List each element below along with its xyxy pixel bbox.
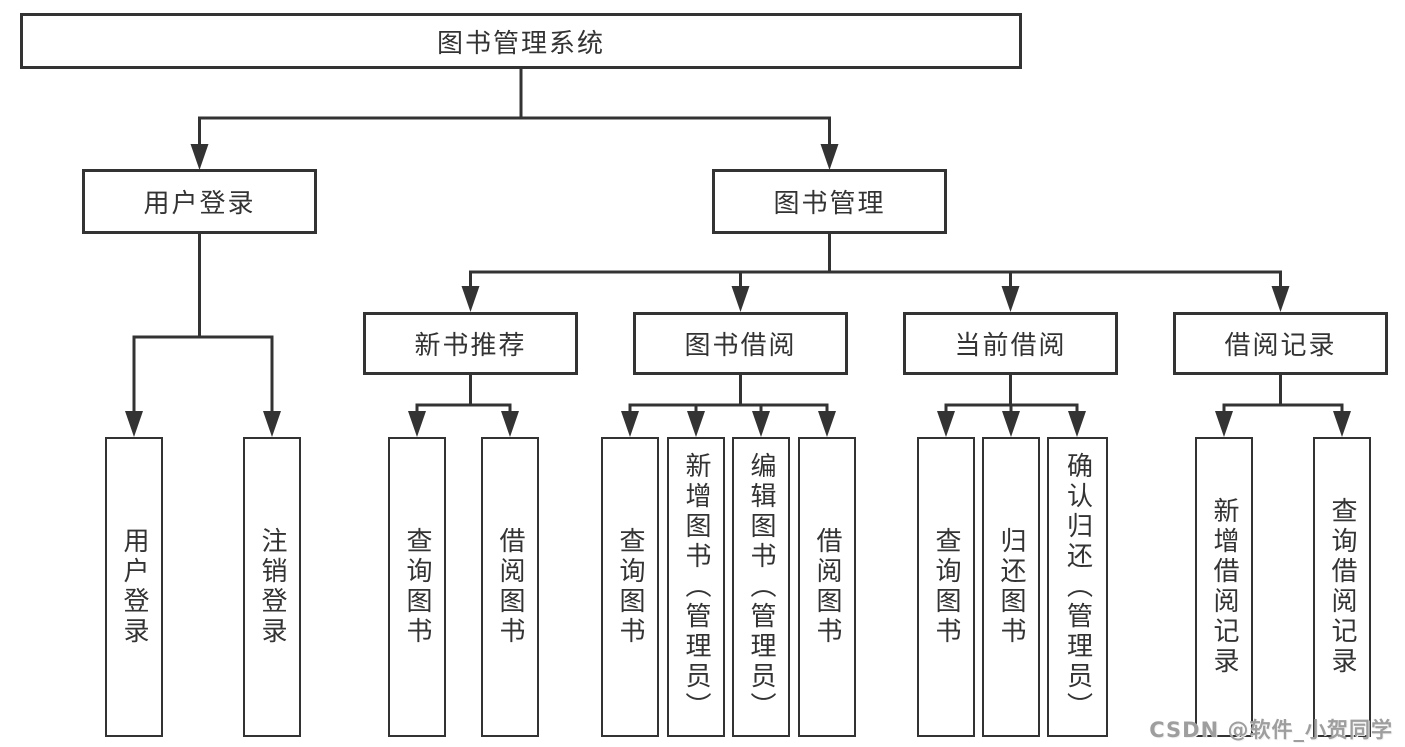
node-book-management: 图书管理 [712,169,947,234]
leaf-borrow-books: 借阅图书 [798,437,856,737]
edges-user-login-branch [125,234,281,437]
leaf-confirm-return-admin: 确认归还（管理员） [1047,437,1108,737]
leaf-return-books: 归还图书 [982,437,1040,737]
node-current-borrow: 当前借阅 [903,312,1118,375]
leaf-query-books-recommend: 查询图书 [388,437,446,737]
leaf-add-book-admin: 新增图书（管理员） [667,437,725,737]
leaf-query-books-borrow: 查询图书 [601,437,659,737]
leaf-logout-login: 注销登录 [243,437,301,737]
node-book-borrow: 图书借阅 [633,312,848,375]
leaf-user-login: 用户登录 [105,437,163,737]
csdn-watermark: CSDN @软件_小贺同学 [1149,718,1393,742]
leaf-add-borrow-record: 新增借阅记录 [1195,437,1253,737]
edges-root-to-level2 [190,69,839,170]
edges-book-borrow-branch [621,375,836,437]
leaf-edit-book-admin: 编辑图书（管理员） [732,437,790,737]
edges-borrow-records-branch [1215,375,1351,437]
node-user-login: 用户登录 [82,169,317,234]
node-borrow-records: 借阅记录 [1173,312,1388,375]
leaf-query-borrow-record: 查询借阅记录 [1313,437,1371,737]
edges-new-book-recommend-branch [408,375,519,437]
edges-book-management-branch [461,234,1290,312]
leaf-borrow-books-recommend: 借阅图书 [481,437,539,737]
node-library-management-system: 图书管理系统 [20,13,1022,69]
edges-current-borrow-branch [937,375,1086,437]
node-new-book-recommend: 新书推荐 [363,312,578,375]
leaf-query-books-current: 查询图书 [917,437,975,737]
